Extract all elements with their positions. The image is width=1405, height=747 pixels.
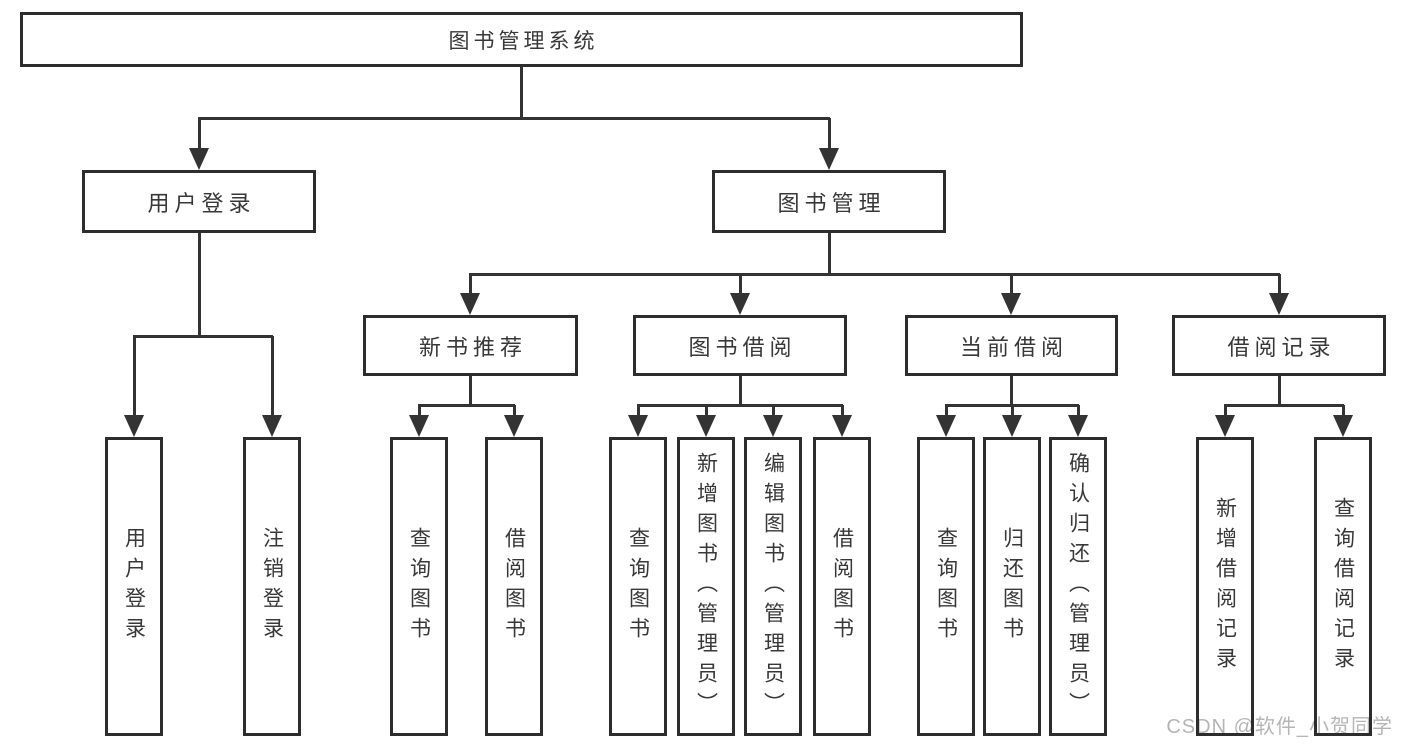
node-book-management: 图书管理 — [712, 170, 946, 233]
node-label: 注销登录 — [260, 526, 284, 647]
node-label: 新增图书（管理员） — [694, 451, 718, 722]
node-label: 借阅记录 — [1227, 334, 1336, 360]
node-label: 查询图书 — [626, 526, 650, 647]
arrowhead-down-icon — [832, 415, 852, 437]
node-leaf-query-books-current: 查询图书 — [917, 437, 975, 736]
node-label: 用户登录 — [147, 190, 256, 216]
connector-line — [637, 405, 640, 419]
connector-line — [513, 405, 516, 419]
node-label: 新书推荐 — [418, 334, 527, 360]
arrowhead-down-icon — [504, 415, 524, 437]
arrowhead-down-icon — [936, 415, 956, 437]
connector-line — [945, 405, 948, 419]
arrowhead-down-icon — [1333, 415, 1353, 437]
connector-line — [418, 405, 421, 419]
node-leaf-query-books-borrowing: 查询图书 — [609, 437, 667, 736]
connector-line — [1224, 405, 1227, 419]
node-label: 借阅图书 — [502, 526, 526, 647]
arrowhead-down-icon — [628, 415, 648, 437]
connector-line — [772, 405, 775, 419]
node-leaf-return-books: 归还图书 — [983, 437, 1041, 736]
node-label: 新增借阅记录 — [1213, 496, 1237, 677]
node-new-book-recommend: 新书推荐 — [363, 315, 578, 376]
connector-line — [1010, 274, 1013, 297]
connector-line — [271, 336, 274, 419]
node-current-borrowing: 当前借阅 — [905, 315, 1118, 376]
node-leaf-add-borrow-record: 新增借阅记录 — [1196, 437, 1254, 736]
connector-line — [637, 404, 843, 407]
node-label: 编辑图书（管理员） — [761, 451, 785, 722]
arrowhead-down-icon — [763, 415, 783, 437]
connector-line — [1224, 404, 1344, 407]
connector-line — [198, 117, 830, 120]
arrowhead-down-icon — [262, 415, 282, 437]
node-leaf-borrow-books: 借阅图书 — [813, 437, 871, 736]
node-leaf-edit-books-admin: 编辑图书（管理员） — [744, 437, 802, 736]
connector-line — [469, 273, 1280, 276]
connector-line — [739, 274, 742, 297]
connector-line — [469, 274, 472, 297]
arrowhead-down-icon — [409, 415, 429, 437]
connector-line — [1278, 274, 1281, 297]
arrowhead-down-icon — [460, 293, 480, 315]
arrowhead-down-icon — [730, 293, 750, 315]
node-leaf-query-borrow-record: 查询借阅记录 — [1314, 437, 1372, 736]
connector-line — [418, 404, 515, 407]
connector-line — [705, 405, 708, 419]
connector-line — [198, 118, 201, 152]
node-label: 图书借阅 — [688, 334, 797, 360]
node-book-borrowing: 图书借阅 — [633, 315, 847, 376]
arrowhead-down-icon — [1002, 415, 1022, 437]
node-leaf-add-books-admin: 新增图书（管理员） — [677, 437, 735, 736]
connector-line — [1077, 405, 1080, 419]
connector-line — [520, 67, 523, 119]
watermark: CSDN @软件_小贺同学 — [1166, 716, 1393, 738]
connector-line — [1342, 405, 1345, 419]
arrowhead-down-icon — [1001, 293, 1021, 315]
node-label: 确认归还（管理员） — [1066, 451, 1090, 722]
node-label: 图书管理 — [777, 190, 886, 216]
connector-line — [1010, 376, 1013, 406]
arrowhead-down-icon — [1269, 293, 1289, 315]
arrowhead-down-icon — [1215, 415, 1235, 437]
connector-line — [469, 376, 472, 406]
arrowhead-down-icon — [819, 148, 839, 170]
arrowhead-down-icon — [1068, 415, 1088, 437]
arrowhead-down-icon — [189, 148, 209, 170]
node-leaf-borrow-books-recommend: 借阅图书 — [485, 437, 543, 736]
node-library-management-system: 图书管理系统 — [20, 12, 1023, 67]
arrowhead-down-icon — [696, 415, 716, 437]
connector-line — [198, 233, 201, 337]
node-label: 用户登录 — [122, 526, 146, 647]
node-leaf-confirm-return-admin: 确认归还（管理员） — [1049, 437, 1107, 736]
connector-line — [133, 335, 273, 338]
node-label: 查询借阅记录 — [1331, 496, 1355, 677]
connector-line — [828, 233, 831, 275]
connector-line — [739, 376, 742, 406]
connector-line — [841, 405, 844, 419]
node-label: 归还图书 — [1000, 526, 1024, 647]
arrowhead-down-icon — [124, 415, 144, 437]
connector-line — [1011, 405, 1014, 419]
node-leaf-user-login: 用户登录 — [105, 437, 163, 736]
node-leaf-query-books-recommend: 查询图书 — [390, 437, 448, 736]
node-label: 图书管理系统 — [448, 29, 599, 53]
node-leaf-logout: 注销登录 — [243, 437, 301, 736]
connector-line — [1278, 376, 1281, 406]
connector-line — [133, 336, 136, 419]
node-user-login: 用户登录 — [82, 170, 316, 233]
node-label: 查询图书 — [407, 526, 431, 647]
node-label: 查询图书 — [934, 526, 958, 647]
node-label: 借阅图书 — [830, 526, 854, 647]
connector-line — [828, 118, 831, 152]
node-borrowing-records: 借阅记录 — [1172, 315, 1386, 376]
node-label: 当前借阅 — [959, 334, 1068, 360]
